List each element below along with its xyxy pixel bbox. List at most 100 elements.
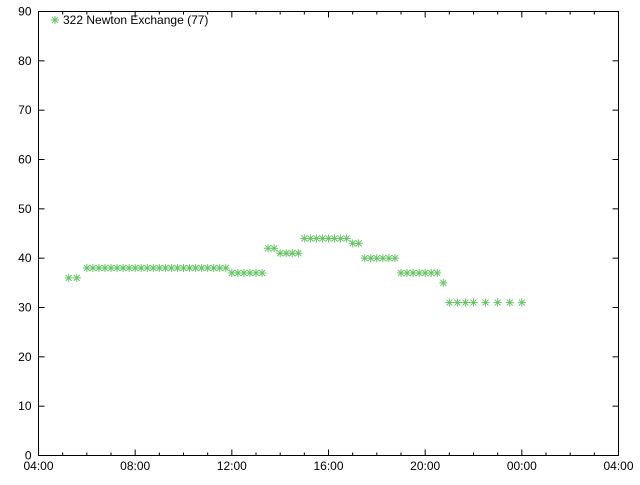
asterisk-stroke [319,235,326,242]
asterisk-stroke [198,264,205,272]
asterisk-stroke [439,279,447,287]
data-point [167,264,176,273]
asterisk-stroke [186,264,193,272]
asterisk-stroke [397,269,405,277]
data-point [481,298,490,307]
asterisk-stroke [282,249,290,257]
asterisk-stroke [276,249,284,257]
y-tick-label: 40 [18,251,32,265]
x-tick-label: 12:00 [217,459,247,473]
asterisk-stroke [119,264,127,272]
asterisk-stroke [131,264,139,272]
asterisk-stroke [421,269,429,277]
asterisk-stroke [361,254,369,262]
asterisk-stroke [518,299,526,306]
y-tick-label: 80 [18,54,32,68]
asterisk-stroke [313,235,320,242]
data-point [397,268,405,277]
y-tick-label: 0 [25,449,32,463]
y-tick-label: 10 [18,399,32,413]
asterisk-stroke [403,269,411,277]
data-point [409,268,418,277]
x-tick-label: 16:00 [313,459,343,473]
asterisk-stroke [162,264,169,272]
asterisk-stroke [107,264,115,272]
asterisk-stroke [300,235,308,242]
legend-marker-asterisk-icon [51,16,59,24]
data-point [390,254,399,263]
asterisk-stroke [73,274,81,282]
asterisk-stroke [180,264,187,272]
asterisk-stroke [331,235,338,242]
asterisk-stroke [391,254,399,262]
axis-ticks [38,11,619,456]
asterisk-stroke [349,240,357,247]
data-point [453,298,462,307]
asterisk-stroke [494,299,502,306]
asterisk-stroke [307,235,314,242]
y-tick-label: 90 [18,5,32,19]
x-tick-label: 20:00 [410,459,440,473]
data-point [433,268,442,277]
data-point [94,264,103,273]
data-point [348,239,357,248]
asterisk-stroke [264,244,272,252]
asterisk-stroke [415,269,423,277]
data-point [72,273,81,282]
asterisk-stroke [506,299,514,306]
data-point [439,278,448,287]
asterisk-stroke [168,264,175,272]
data-point [469,298,478,307]
asterisk-stroke [258,269,266,277]
data-point [203,264,212,273]
data-point [493,298,502,307]
asterisk-stroke [454,299,461,306]
y-tick-label: 60 [18,153,32,167]
asterisk-stroke [379,254,387,262]
data-point [131,264,140,273]
y-tick-label: 50 [18,202,32,216]
asterisk-stroke [125,264,133,272]
asterisk-stroke [373,254,381,262]
series-points [64,234,526,307]
asterisk-stroke [204,264,212,272]
asterisk-stroke [192,264,199,272]
data-point [245,268,254,277]
asterisk-stroke [222,264,230,272]
y-tick-label: 70 [18,103,32,117]
asterisk-stroke [65,274,73,282]
asterisk-stroke [337,235,344,242]
asterisk-stroke [174,264,181,272]
asterisk-stroke [83,264,91,272]
asterisk-stroke [294,249,302,257]
asterisk-stroke [137,264,145,272]
asterisk-stroke [445,299,453,306]
asterisk-stroke [95,264,103,272]
asterisk-stroke [433,269,441,277]
data-point [215,264,224,273]
asterisk-stroke [143,264,151,272]
data-point [270,244,279,253]
asterisk-stroke [325,235,332,242]
asterisk-stroke [155,264,163,272]
data-point [461,298,470,307]
x-tick-label: 04:00 [23,459,53,473]
x-tick-label: 08:00 [120,459,150,473]
data-point [221,264,230,273]
data-point [360,254,369,263]
asterisk-stroke [234,269,242,277]
asterisk-stroke [240,269,248,277]
x-tick-label: 04:00 [603,459,633,473]
y-tick-label: 30 [18,301,32,315]
asterisk-stroke [216,264,224,272]
asterisk-stroke [367,254,375,262]
asterisk-stroke [343,235,350,242]
asterisk-stroke [149,264,157,272]
asterisk-stroke [89,264,97,272]
data-point [161,264,170,273]
asterisk-stroke [470,299,477,306]
data-point [64,273,73,282]
data-point [517,298,526,307]
